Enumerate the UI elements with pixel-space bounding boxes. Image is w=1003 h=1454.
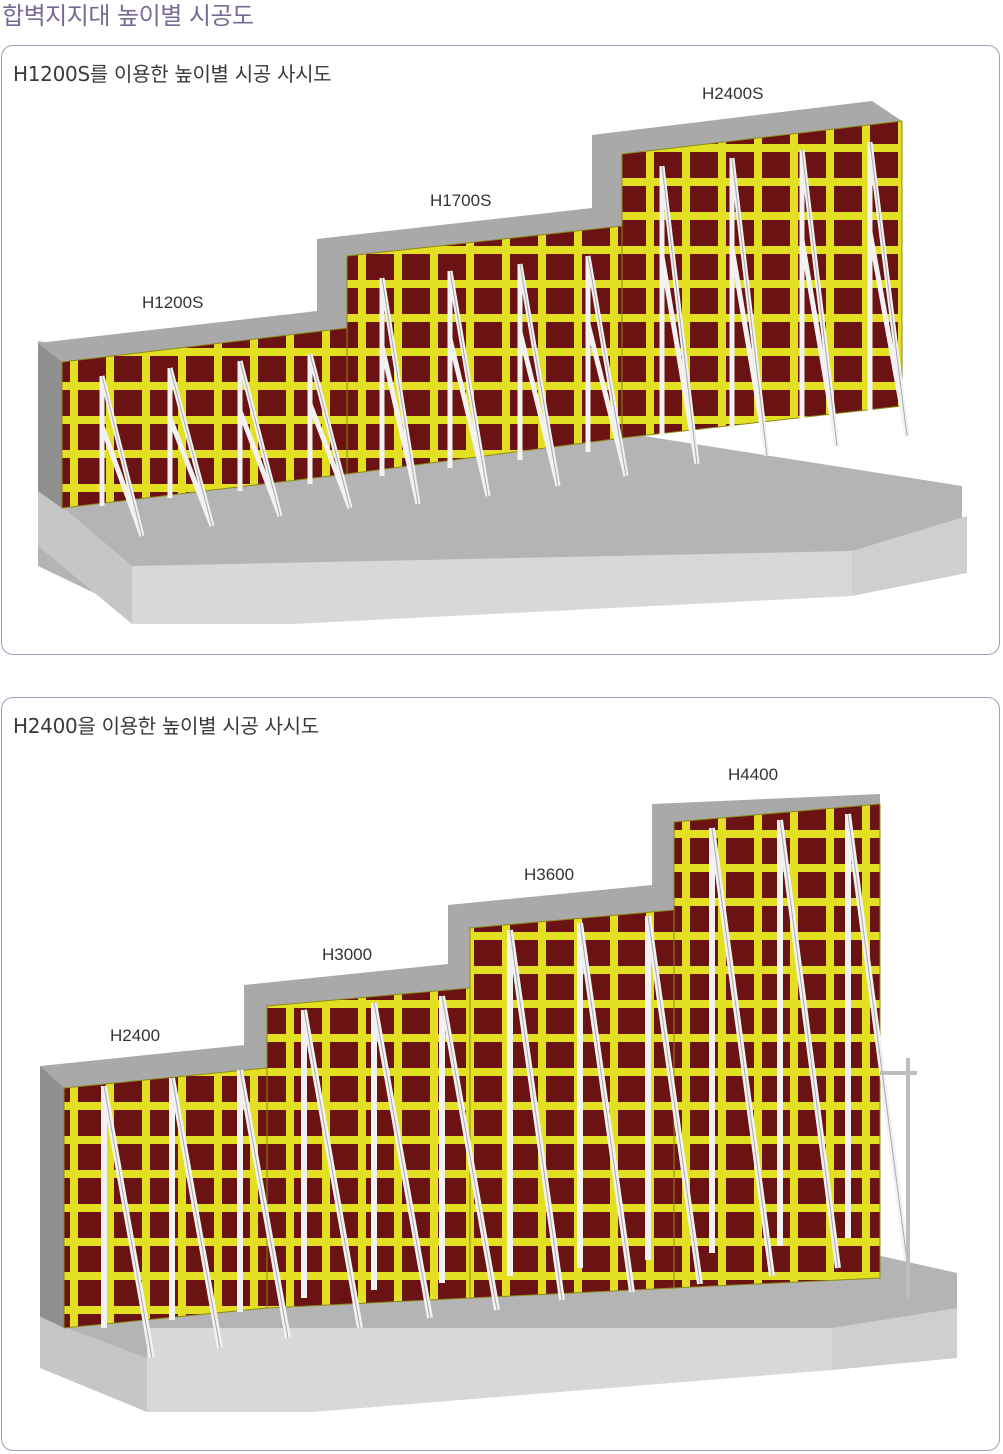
page-title: 합벽지지대 높이별 시공도 (2, 2, 254, 30)
stage-label-h1200s: H1200S (142, 293, 203, 312)
formwork-h2400 (63, 1067, 268, 1329)
stage-label-h2400: H2400 (110, 1026, 160, 1045)
floor-slab-right (852, 516, 967, 596)
floor-slab-front (132, 551, 852, 624)
panel-title: H2400을 이용한 높이별 시공 사시도 (13, 714, 319, 738)
support-outline-1 (101, 141, 908, 537)
stage-label-h2400s: H2400S (702, 84, 763, 103)
concrete-wall-top (38, 101, 902, 362)
concrete-wall-left (38, 343, 62, 508)
stage-label-h1700s: H1700S (430, 191, 491, 210)
formwork-h1700s (346, 225, 623, 475)
formwork-h3600 (469, 909, 675, 1299)
support-outline-2 (103, 813, 908, 1359)
extension-post (880, 1058, 917, 1298)
floor-slab-left (40, 1318, 147, 1412)
floor-slab-front (147, 1328, 832, 1412)
stage-label-h3600: H3600 (524, 865, 574, 884)
concrete-wall-left (40, 1066, 64, 1328)
diagram-panel-h1200s: H1200S를 이용한 높이별 시공 사시도 (1, 45, 1000, 655)
floor-slab-left (38, 486, 132, 624)
isometric-wall-diagram-1: H1200S H1700S H2400S (38, 84, 967, 624)
floor-slab-right (832, 1308, 957, 1370)
concrete-wall-top (40, 794, 880, 1088)
diagram-panel-h2400: H2400을 이용한 높이별 시공 사시도 (1, 697, 1000, 1451)
isometric-wall-diagram-2: H2400 H3000 H3600 H4400 (40, 765, 957, 1412)
panel-title: H1200S를 이용한 높이별 시공 사시도 (13, 62, 332, 86)
stage-label-h3000: H3000 (322, 945, 372, 964)
stage-label-h4400: H4400 (728, 765, 778, 784)
